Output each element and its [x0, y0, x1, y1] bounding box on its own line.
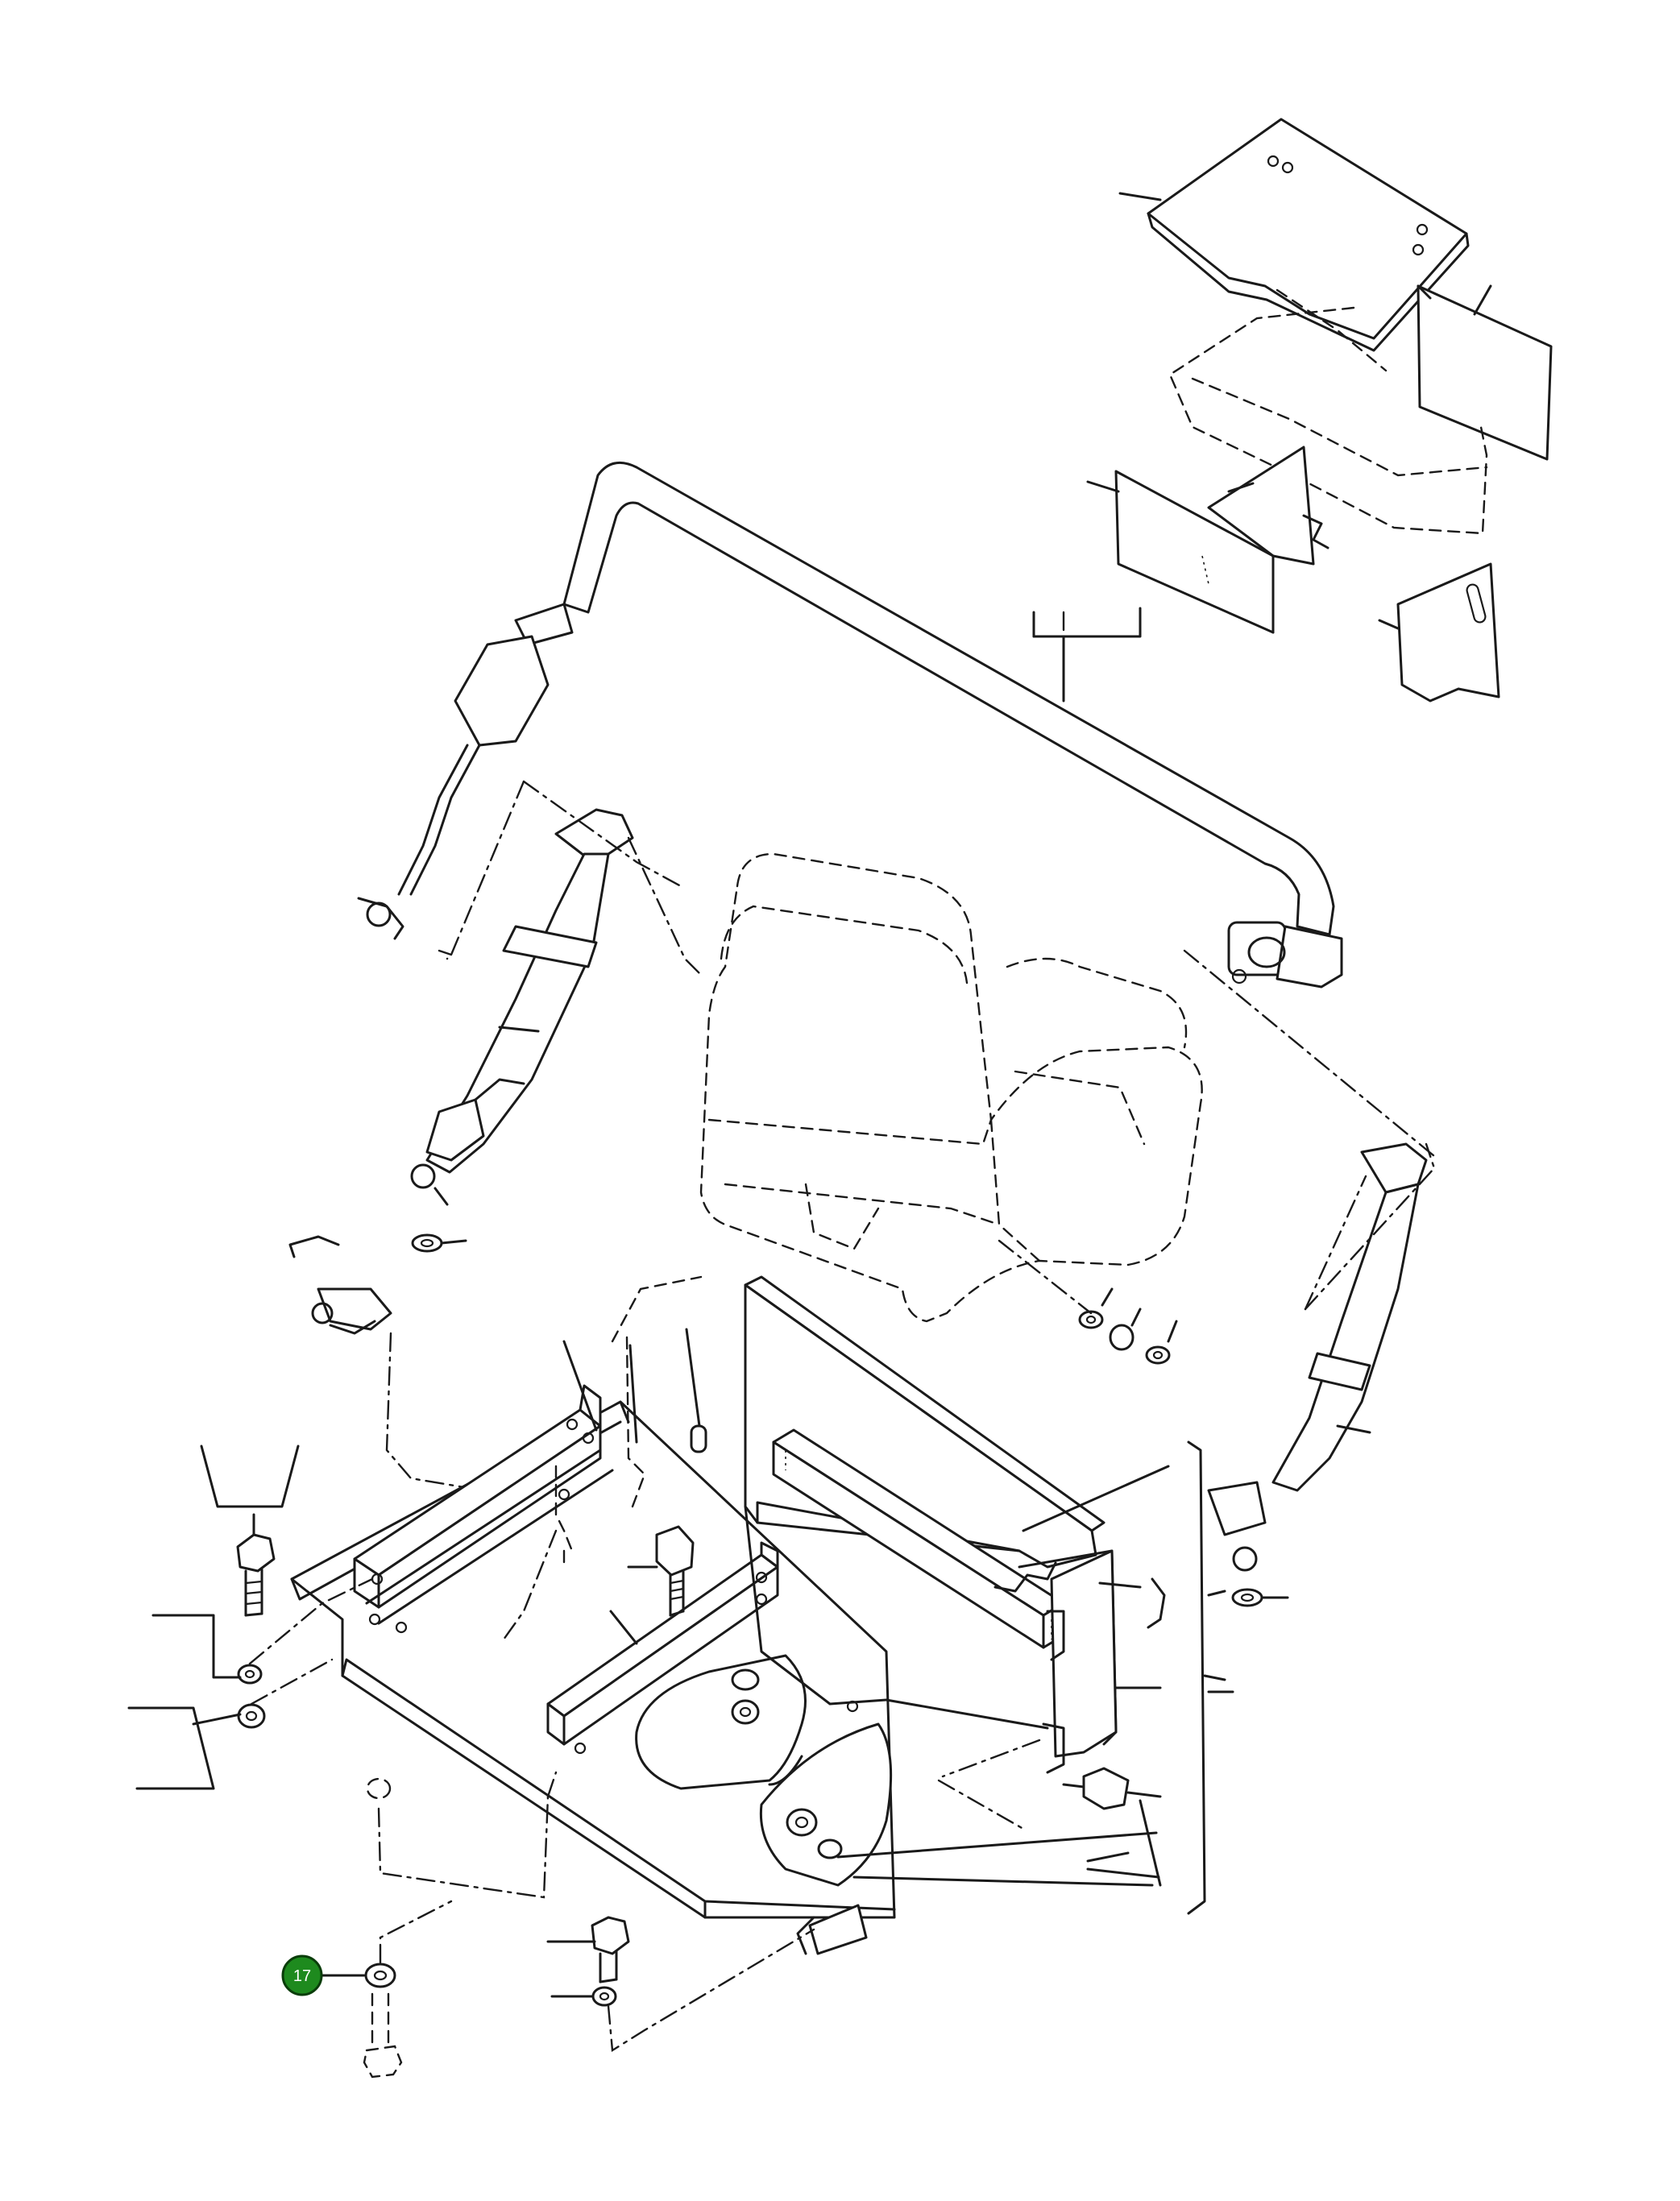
right-leader-marks	[1086, 1590, 1234, 1879]
top-belt-callout-bracket	[1032, 607, 1142, 703]
callout-17-label: 17	[293, 1967, 311, 1985]
center-seat-rail	[546, 1541, 779, 1746]
left-washer-nut	[127, 1577, 374, 1790]
bottom-center-bolt	[546, 1916, 815, 2053]
left-lap-belt	[410, 780, 703, 1253]
center-bolt	[627, 1525, 695, 1617]
side-shield-panel	[1417, 284, 1553, 461]
part-17-washer	[364, 1900, 453, 1988]
spacer-hardware	[998, 1239, 1178, 1365]
left-clip-bracket	[288, 1235, 533, 1500]
left-seat-rail	[353, 1384, 602, 1609]
shoulder-belt-strap	[357, 461, 1343, 989]
tray-right-nuts	[786, 1808, 843, 1859]
callout-17-circle[interactable]	[281, 1954, 323, 1996]
right-lap-belt	[1183, 949, 1436, 1607]
left-bolt	[200, 1445, 300, 1617]
right-seat-back-panel	[744, 1275, 1170, 1774]
right-panel-bolt	[1062, 1767, 1162, 1810]
callout-17-marker[interactable]: 17	[281, 1954, 366, 1996]
phantom-lower-bolt	[363, 1992, 403, 2079]
top-cover-plate	[1118, 118, 1470, 352]
right-side-bracket-lines	[836, 1440, 1226, 1915]
small-latch-plate	[1378, 562, 1500, 703]
center-nut-stack	[731, 1668, 760, 1725]
phantom-seat-frame-links	[502, 1275, 703, 1641]
clip-fastener	[685, 1328, 707, 1453]
phantom-lower-nut	[366, 1771, 558, 1899]
phantom-seat	[699, 852, 1203, 1323]
mounting-bracket	[1086, 446, 1329, 634]
